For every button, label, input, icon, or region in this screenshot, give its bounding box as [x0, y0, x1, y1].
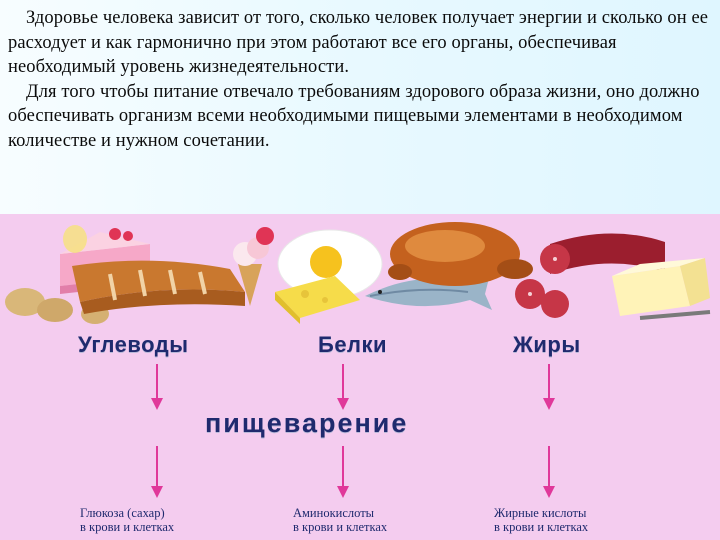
- digestion-diagram: Углеводы Белки Жиры пищеварение Глюкоза …: [0, 214, 720, 540]
- intro-paragraph-2: Для того чтобы питание отвечало требован…: [8, 81, 700, 151]
- intro-paragraph-1: Здоровье человека зависит от того, сколь…: [8, 8, 709, 77]
- result-glucose-line2: в крови и клетках: [80, 520, 175, 534]
- butter-icon: [612, 258, 711, 320]
- arrow-down-icon: [337, 446, 349, 498]
- arrow-down-icon: [151, 446, 163, 498]
- result-glucose: Глюкоза (сахар) в крови и клетках: [80, 506, 174, 534]
- chicken-icon: [388, 222, 533, 286]
- process-label-digestion: пищеварение: [205, 408, 409, 438]
- label-fats: Жиры: [513, 332, 581, 357]
- result-fatty-acids-line1: Жирные кислоты: [494, 506, 587, 520]
- arrow-down-icon: [543, 364, 555, 410]
- result-amino-acids-line2: в крови и клетках: [293, 520, 388, 534]
- result-fatty-acids-line2: в крови и клетках: [494, 520, 589, 534]
- salami-icon: [515, 233, 665, 318]
- cheese-icon: [275, 276, 360, 324]
- result-glucose-line1: Глюкоза (сахар): [80, 506, 165, 520]
- arrow-down-icon: [543, 446, 555, 498]
- arrow-down-icon: [337, 364, 349, 410]
- arrow-down-icon: [151, 364, 163, 410]
- result-amino-acids-line1: Аминокислоты: [293, 506, 375, 520]
- intro-text-block: Здоровье человека зависит от того, сколь…: [0, 0, 720, 214]
- ice-cream-icon: [233, 227, 274, 306]
- result-amino-acids: Аминокислоты в крови и клетках: [293, 506, 387, 534]
- result-fatty-acids: Жирные кислоты в крови и клетках: [494, 506, 588, 534]
- label-carbohydrates: Углеводы: [78, 332, 189, 357]
- label-proteins: Белки: [318, 332, 388, 357]
- food-illustration: [5, 222, 711, 324]
- bread-icon: [72, 260, 245, 314]
